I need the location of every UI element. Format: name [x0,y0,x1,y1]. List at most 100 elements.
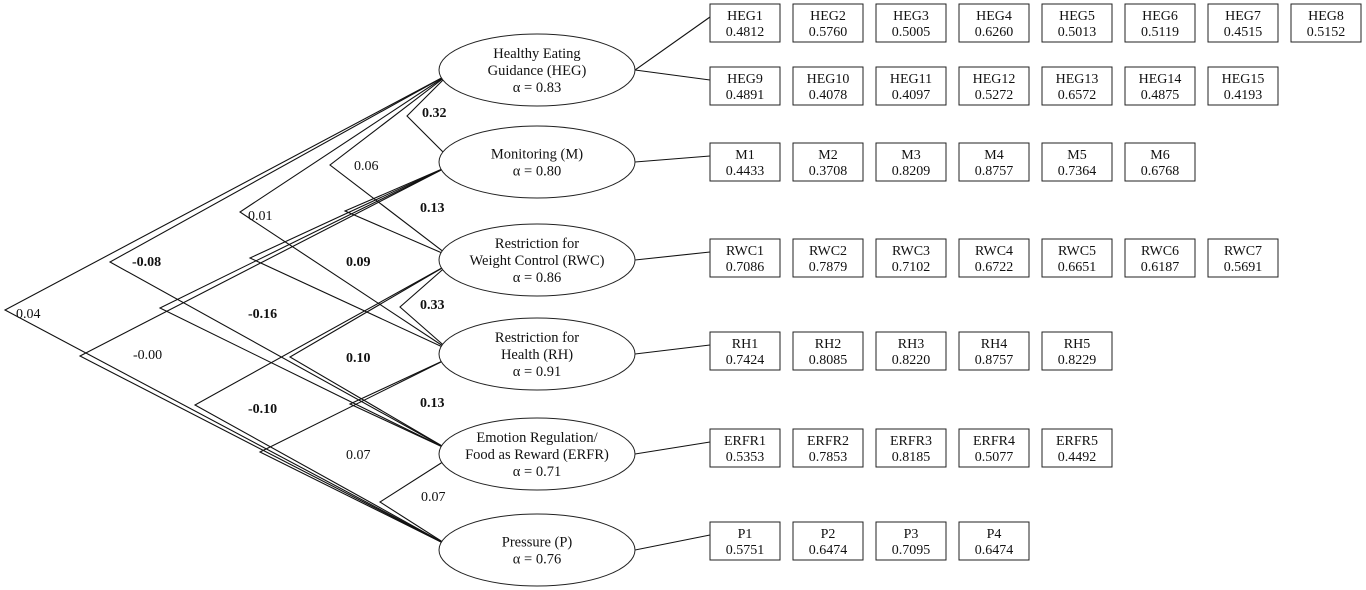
item-code: HEG3 [893,9,929,24]
item-loading: 0.7853 [809,450,848,465]
item-box-border [875,3,947,43]
correlation-label-m-erfr: -0.16 [248,307,277,322]
correlation-label-heg-erfr: -0.08 [132,255,161,270]
correlation-line-heg-p [3,73,450,547]
item-code: P1 [738,527,753,542]
correlation-labels: 0.320.060.01-0.080.040.130.09-0.16-0.000… [16,106,447,505]
correlation-line-heg-erfr [108,73,450,451]
correlation-label-rh-erfr: 0.13 [420,396,445,411]
item-code: RWC6 [1141,244,1179,259]
factor-alpha: α = 0.71 [513,464,561,480]
item-box-border [792,238,864,278]
item-box-border [709,238,781,278]
item-code: ERFR3 [890,434,932,449]
item-loading: 0.6651 [1058,260,1097,275]
correlation-line-rh-erfr [348,357,450,451]
item-box-p4: P40.6474 [958,521,1030,561]
factor-alpha: α = 0.83 [513,80,561,96]
loading-line-rwc [634,251,711,261]
item-box-border [1041,238,1113,278]
item-code: HEG2 [810,9,846,24]
factor-name-line: Restriction for [495,330,579,346]
item-loading: 0.4193 [1224,88,1263,103]
item-box-border [709,521,781,561]
loading-line-p [634,534,711,551]
item-code: ERFR4 [973,434,1015,449]
factor-erfr: Emotion Regulation/Food as Reward (ERFR)… [438,417,636,491]
item-loading: 0.4433 [726,164,765,179]
factor-ellipse-p [438,513,636,587]
item-code: RH4 [981,337,1007,352]
item-code: HEG5 [1059,9,1095,24]
item-loading: 0.7095 [892,543,931,558]
item-loading: 0.8229 [1058,353,1097,368]
factor-name-line: Health (RH) [501,347,573,363]
factor-name-line: Healthy Eating [493,46,580,62]
item-code: P2 [821,527,836,542]
item-loading: 0.4492 [1058,450,1097,465]
item-code: ERFR5 [1056,434,1098,449]
correlation-label-m-p: -0.00 [133,348,162,363]
item-box-m4: M40.8757 [958,142,1030,182]
item-loading: 0.5353 [726,450,765,465]
item-box-border [958,142,1030,182]
item-box-border [792,3,864,43]
item-code: HEG4 [976,9,1012,24]
item-loading: 0.5272 [975,88,1014,103]
item-loading: 0.4891 [726,88,765,103]
correlation-line-rwc-p [193,263,450,547]
item-loading: 0.8085 [809,353,848,368]
loading-line-rh [634,344,711,355]
correlation-line-rh-p [258,357,450,547]
item-box-border [1041,142,1113,182]
item-code: RWC3 [892,244,930,259]
item-box-border [709,428,781,468]
item-loading: 0.7102 [892,260,931,275]
item-loading: 0.5013 [1058,25,1097,40]
item-loading: 0.6572 [1058,88,1097,103]
item-loading: 0.5760 [809,25,848,40]
item-loading: 0.6187 [1141,260,1180,275]
item-box-border [792,66,864,106]
item-box-border [709,3,781,43]
correlation-label-rwc-erfr: 0.10 [346,351,371,366]
connector-lines [3,16,711,551]
factor-m: Monitoring (M)α = 0.80 [438,125,636,199]
item-boxes: HEG10.4812HEG20.5760HEG30.5005HEG40.6260… [709,3,1362,561]
item-box-border [958,521,1030,561]
item-box-p2: P20.6474 [792,521,864,561]
factor-name-line: Pressure (P) [502,535,573,551]
item-loading: 0.7086 [726,260,765,275]
loading-line-heg [634,16,711,71]
item-box-border [1041,66,1113,106]
correlation-label-heg-rwc: 0.06 [354,159,379,174]
item-loading: 0.5077 [975,450,1014,465]
item-box-border [875,66,947,106]
item-code: HEG15 [1222,72,1265,87]
item-box-border [875,142,947,182]
item-box-border [958,66,1030,106]
item-box-border [958,3,1030,43]
item-code: ERFR1 [724,434,766,449]
item-code: HEG9 [727,72,763,87]
item-box-border [1124,66,1196,106]
correlation-line-m-rwc [343,165,450,257]
correlation-line-heg-rwc [329,73,450,257]
item-code: RH5 [1064,337,1090,352]
item-code: M3 [901,148,920,163]
item-box-border [958,428,1030,468]
